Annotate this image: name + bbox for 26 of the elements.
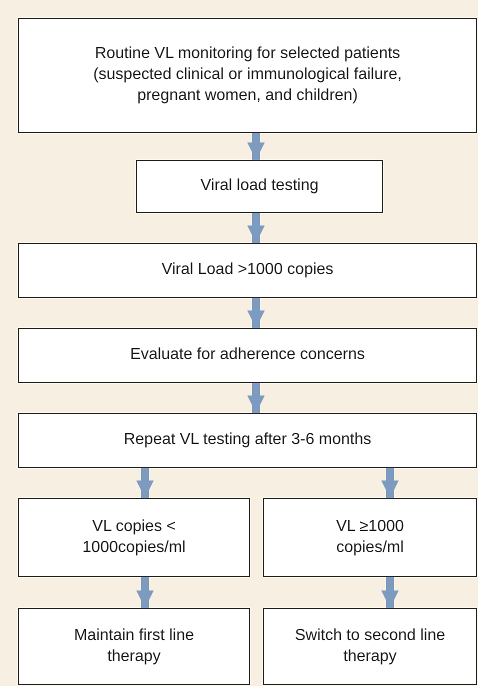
arrow <box>247 213 265 243</box>
process-box <box>18 413 477 468</box>
box-text: Switch to second line therapy <box>294 626 446 666</box>
arrow <box>136 577 154 608</box>
arrow <box>247 298 265 328</box>
process-box <box>136 160 383 213</box>
arrow <box>247 133 265 160</box>
box-text: Repeat VL testing after 3-6 months <box>122 430 372 450</box>
arrow <box>247 383 265 413</box>
arrow <box>381 577 399 608</box>
process-box <box>18 498 250 577</box>
process-box <box>263 608 477 685</box>
box-text: Maintain first line therapy <box>72 626 196 666</box>
box-text: Evaluate for adherence concerns <box>129 345 366 366</box>
process-box <box>18 18 477 133</box>
process-box <box>18 608 250 685</box>
process-box <box>18 243 477 298</box>
box-text: VL copies < 1000copies/ml <box>81 516 187 558</box>
arrow <box>381 468 399 498</box>
process-box <box>263 498 477 577</box>
box-text: Viral Load >1000 copies <box>160 260 334 280</box>
box-text: Viral load testing <box>200 176 320 196</box>
arrow <box>136 468 154 498</box>
process-box <box>18 328 477 383</box>
box-text: VL ≥1000 copies/ml <box>335 516 405 558</box>
box-text: Routine VL monitoring for selected patients (suspected clinical or immunological failure, pregnant women, and children) <box>92 44 403 106</box>
